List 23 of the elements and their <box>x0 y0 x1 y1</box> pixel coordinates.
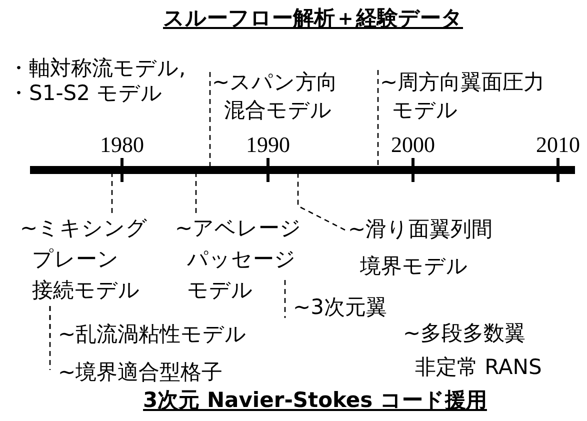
timeline-note: ~滑り面翼列間境界モデル <box>348 211 493 285</box>
note-text: ~多段多数翼非定常 RANS <box>403 320 542 381</box>
timeline-note: ~スパン方向混合モデル <box>212 68 338 124</box>
timeline-note: ~周方向翼面圧力モデル <box>380 68 545 124</box>
year-label: 1990 <box>246 132 290 158</box>
leader-line <box>377 70 379 166</box>
year-label: 2010 <box>536 132 580 158</box>
caption: 3次元 Navier-Stokes コード援用 <box>143 388 487 414</box>
year-label: 2000 <box>391 132 435 158</box>
year-label: 1980 <box>100 132 144 158</box>
leader-line <box>284 280 286 318</box>
leader-line <box>297 174 346 231</box>
timeline-note: ~境界適合型格子 <box>50 360 223 386</box>
leader-line <box>49 306 51 370</box>
timeline-bar <box>30 166 575 174</box>
note-text: ・軸対称流モデル, <box>8 56 186 82</box>
title: スルーフロー解析＋経験データ <box>163 6 463 32</box>
note-text: ・S1-S2 モデル <box>8 81 163 106</box>
timeline-note: ~乱流渦粘性モデル <box>50 322 247 348</box>
leader-line <box>209 72 211 166</box>
timeline-note: ~ミキシングプレーン接続モデル <box>20 213 148 306</box>
leader-line <box>111 174 113 213</box>
leader-line <box>195 174 197 213</box>
